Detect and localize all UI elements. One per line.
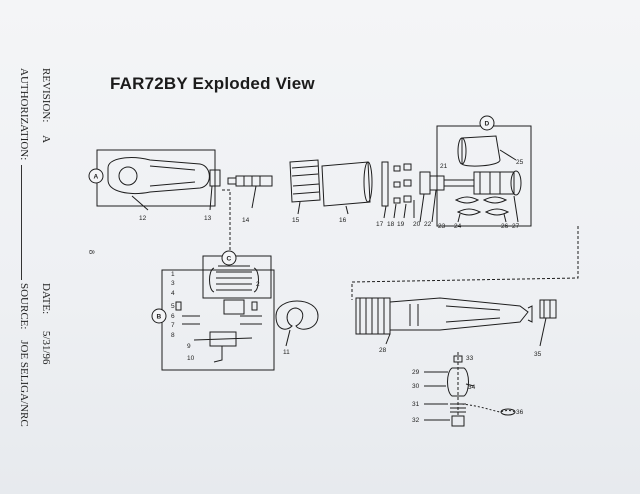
part-21-retainer bbox=[419, 171, 431, 195]
callout-c: C bbox=[227, 256, 232, 263]
link-d-body bbox=[351, 226, 579, 300]
part-label: 15 bbox=[292, 217, 300, 224]
part-17-washer bbox=[381, 161, 389, 207]
part-35-end-nut bbox=[539, 299, 557, 319]
part-36-o-ring bbox=[500, 408, 516, 416]
part-label: 8 bbox=[171, 332, 175, 339]
part-label: 35 bbox=[534, 351, 542, 358]
part-label: 14 bbox=[242, 217, 250, 224]
part-11-clip bbox=[275, 300, 319, 330]
part-33-pin bbox=[453, 355, 463, 363]
part-label: 27 bbox=[512, 223, 520, 230]
part-18-19-screws bbox=[393, 163, 412, 204]
group-d-box bbox=[436, 125, 532, 227]
link-a-c bbox=[222, 189, 231, 255]
part-14-stem bbox=[235, 175, 273, 187]
group-c-box bbox=[202, 255, 272, 299]
part-label: 9 bbox=[187, 343, 191, 350]
part-label: 21 bbox=[440, 163, 448, 170]
part-label: 6 bbox=[171, 313, 175, 320]
part-label: 20 bbox=[413, 221, 421, 228]
part-32-cap bbox=[451, 415, 465, 427]
part-9-10-base bbox=[193, 331, 253, 347]
part-label: 13 bbox=[204, 215, 212, 222]
part-label: 2 bbox=[256, 281, 260, 288]
part-label: 36 bbox=[516, 409, 524, 416]
part-label: 5 bbox=[171, 303, 175, 310]
part-7-8-washers bbox=[182, 315, 262, 325]
part-label: 26 bbox=[501, 223, 509, 230]
part-label: 32 bbox=[412, 417, 420, 424]
part-25-cover bbox=[461, 135, 501, 167]
part-label: 10 bbox=[187, 355, 195, 362]
part-number-labels: 1 2 3 4 5 6 7 8 9 10 11 12 13 14 15 16 1… bbox=[139, 159, 542, 424]
callout-b: B bbox=[157, 314, 162, 321]
part-1-4-spring-stack bbox=[216, 265, 252, 291]
part-label: 23 bbox=[438, 223, 446, 230]
part-label: 34 bbox=[468, 384, 476, 391]
part-30-valve-body bbox=[447, 367, 469, 397]
lever-handle bbox=[107, 157, 210, 194]
part-26-27-seals bbox=[454, 196, 510, 216]
part-label: 7 bbox=[171, 322, 175, 329]
part-15-coupling-nut bbox=[289, 159, 321, 203]
callout-d: D bbox=[485, 121, 490, 128]
part-label: 3 bbox=[171, 280, 175, 287]
callout-d-circle bbox=[479, 115, 495, 131]
part-label: 29 bbox=[412, 369, 420, 376]
part-label: 11 bbox=[283, 349, 290, 356]
part-label: 22 bbox=[424, 221, 432, 228]
part-label: 1 bbox=[171, 271, 175, 278]
callout-a-circle bbox=[88, 168, 104, 184]
part-24-cartridge-body bbox=[473, 171, 515, 195]
callout-b-circle bbox=[151, 308, 167, 324]
part-label: 30 bbox=[412, 383, 420, 390]
part-label: 18 bbox=[387, 221, 395, 228]
part-label: 16 bbox=[339, 217, 347, 224]
part-6-valve-seat bbox=[223, 299, 245, 315]
part-label: 17 bbox=[376, 221, 384, 228]
part-16-sleeve bbox=[321, 161, 371, 207]
part-label: 24 bbox=[454, 223, 462, 230]
callout-a: A bbox=[94, 174, 99, 181]
part-23-pin bbox=[443, 179, 475, 187]
part-label: 31 bbox=[412, 401, 420, 408]
part-label: 33 bbox=[466, 355, 474, 362]
callout-c-circle bbox=[221, 250, 237, 266]
part-label: 28 bbox=[379, 347, 387, 354]
lever-pivot-hole bbox=[118, 166, 138, 186]
part-label: 19 bbox=[397, 221, 405, 228]
group-a-box bbox=[96, 149, 216, 207]
part-13-nut bbox=[209, 169, 221, 187]
diagram-title: FAR72BY Exploded View bbox=[110, 74, 315, 93]
part-label: 25 bbox=[516, 159, 524, 166]
part-31-spring bbox=[450, 403, 466, 413]
lever-ribs bbox=[149, 165, 196, 187]
part-28-body bbox=[389, 297, 529, 331]
part-28-threaded-end bbox=[355, 297, 391, 335]
part-label: 4 bbox=[171, 290, 175, 297]
part-label: 12 bbox=[139, 215, 147, 222]
